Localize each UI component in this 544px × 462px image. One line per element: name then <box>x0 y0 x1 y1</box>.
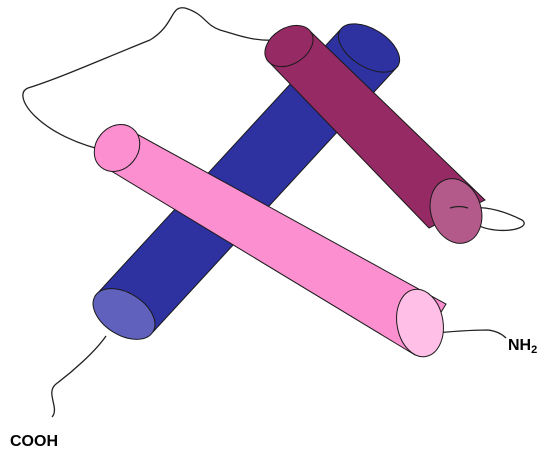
c-terminus-label: COOH <box>10 434 58 450</box>
loop-c-terminus <box>52 336 106 417</box>
n-terminus-subscript: 2 <box>531 344 537 356</box>
n-terminus-main: NH <box>508 337 531 354</box>
loop-top <box>23 8 280 152</box>
n-terminus-label: NH2 <box>508 338 537 356</box>
